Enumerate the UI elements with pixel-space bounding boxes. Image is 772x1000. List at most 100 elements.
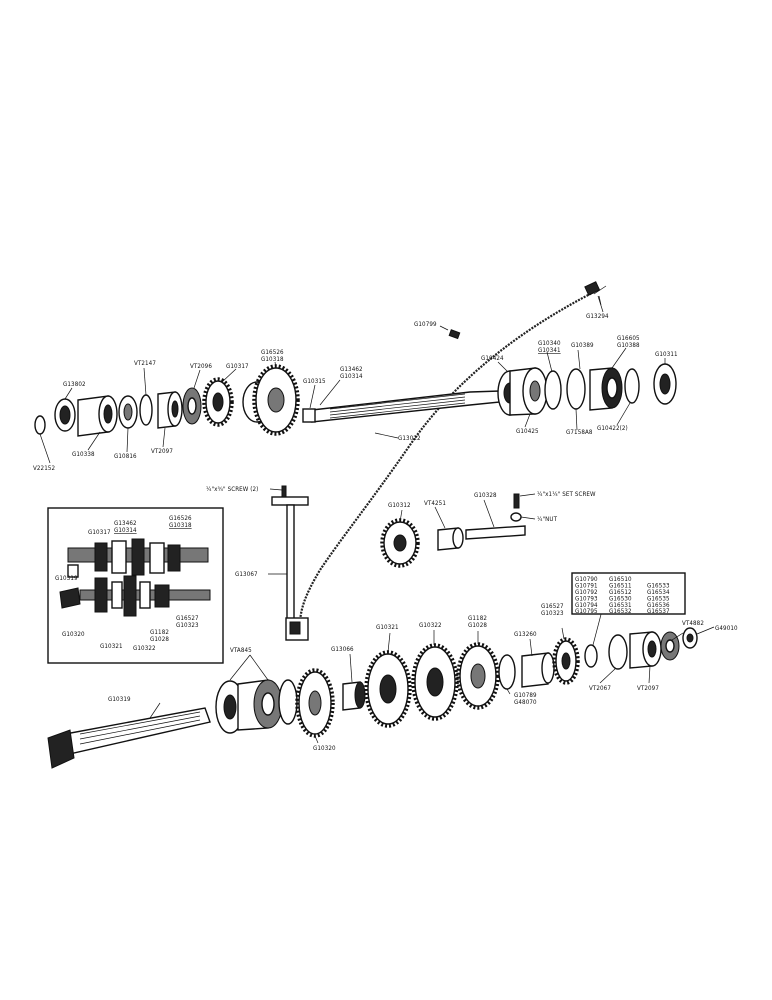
label-g10328: G10328 — [474, 492, 497, 499]
shim-cell: G10790 — [575, 576, 598, 583]
shim-cell: G16535 — [647, 596, 670, 603]
label-g13022: G13022 — [398, 435, 421, 442]
label-g10315: G10315 — [303, 378, 326, 385]
gear-g10323 — [552, 637, 580, 685]
gear-g10322 — [411, 643, 459, 721]
inset-label-g10317: G10317 — [88, 529, 111, 536]
label-g16605: G16605 — [617, 335, 640, 342]
label-g13294: G13294 — [586, 313, 609, 320]
label-g10312: G10312 — [388, 502, 411, 509]
label-vt4882: VT4882 — [682, 620, 704, 627]
shim-cell: G16534 — [647, 589, 670, 596]
label-vt2067: VT2067 — [589, 685, 611, 692]
shim-cell: G16530 — [609, 596, 632, 603]
inset-label-g16526: G16526 — [169, 515, 192, 522]
shim-cell: G16510 — [609, 576, 632, 583]
part-labels: G13294 G10799 G10340 G10341 G10389 G1660… — [33, 313, 738, 752]
label-g10340: G10340 — [538, 340, 561, 347]
label-vt2096: VT2096 — [190, 363, 212, 370]
spacer-g13066 — [342, 681, 366, 711]
bearing-vt2096 — [182, 387, 202, 425]
washer-g10789 — [498, 654, 516, 690]
inset-label-g16527: G16527 — [176, 615, 199, 622]
label-vt2097: VT2097 — [151, 448, 173, 455]
ring-g10341 — [544, 370, 562, 410]
inset-label-g10320: G10320 — [62, 631, 85, 638]
gear-g10321 — [364, 650, 412, 728]
snap-ring-vt2147 — [139, 394, 153, 426]
inset-label-g1028: G1028 — [150, 636, 169, 643]
gear-g10317 — [202, 377, 234, 427]
label-screw-2: ¼"x¾" SCREW (2) — [206, 486, 258, 493]
bearing-retainer-g13802 — [54, 398, 76, 432]
shim-cell: G10792 — [575, 589, 598, 596]
shim-table: G10790 G16510 G10791 G16511 G16533 G1079… — [571, 572, 686, 615]
inset-label-g10321: G10321 — [100, 643, 123, 650]
washer-v22152 — [34, 415, 46, 435]
inset-label-g13462: G13462 — [114, 520, 137, 527]
label-g10314: G10314 — [340, 373, 363, 380]
bearing-vt4882 — [660, 631, 680, 661]
label-g10341: G10341 — [538, 347, 561, 354]
shim-cell: G10795 — [575, 608, 598, 615]
gear-g10318 — [242, 364, 300, 436]
label-g10799: G10799 — [414, 321, 437, 328]
label-g10319: G10319 — [108, 696, 131, 703]
label-g16526: G16526 — [261, 349, 284, 356]
label-g10318: G10318 — [261, 356, 284, 363]
inset-label-g1182: G1182 — [150, 629, 169, 636]
label-v22152: V22152 — [33, 465, 55, 472]
shim-washer — [584, 644, 598, 668]
label-vt2147: VT2147 — [134, 360, 156, 367]
label-g13462: G13462 — [340, 366, 363, 373]
label-g10338: G10338 — [72, 451, 95, 458]
shim-cell: G16512 — [609, 589, 632, 596]
leader-lines — [39, 295, 715, 744]
main-shaft — [302, 390, 501, 423]
gear-g10320 — [295, 668, 335, 738]
set-screw — [513, 493, 520, 509]
bearing-vta845 — [215, 679, 298, 734]
seal-g49010 — [682, 627, 698, 649]
label-g13260: G13260 — [514, 631, 537, 638]
label-nut: ¼"NUT — [537, 516, 558, 523]
shim-cell: G16536 — [647, 602, 670, 609]
label-g10311: G10311 — [655, 351, 678, 358]
bearing-g10425 — [497, 367, 548, 416]
label-g48070: G48070 — [514, 699, 537, 706]
label-g10320: G10320 — [313, 745, 336, 752]
shim-cell: G16511 — [609, 583, 632, 590]
bushing-g13260 — [521, 652, 555, 688]
label-g10321: G10321 — [376, 624, 399, 631]
seal-g10311 — [653, 363, 677, 405]
inset-label-g10322: G10322 — [133, 645, 156, 652]
label-set-screw: ¼"x1¼" SET SCREW — [537, 491, 596, 498]
label-g10389: G10389 — [571, 342, 594, 349]
idler-gear-g10312 — [380, 518, 420, 568]
label-g10425: G10425 — [516, 428, 539, 435]
washer-g10422 — [624, 368, 640, 404]
countershaft-g10319 — [47, 707, 211, 769]
shim-cell: G16532 — [609, 608, 632, 615]
hex-nut — [510, 512, 522, 522]
shim-cell: G10791 — [575, 583, 598, 590]
inset-label-g10319: G10319 — [55, 575, 78, 582]
assembled-inset — [47, 507, 224, 664]
snap-ring-vt2067 — [608, 634, 628, 670]
label-g13066: G13066 — [331, 646, 354, 653]
shim-cell: G16537 — [647, 608, 670, 615]
bearing-g10389 — [589, 367, 623, 411]
inset-label-g10314: G10314 — [114, 527, 137, 534]
label-g1028: G1028 — [468, 622, 487, 629]
inset-label-g10323: G10323 — [176, 622, 199, 629]
snap-ring-g7158a8 — [566, 368, 586, 410]
label-vt4251: VT4251 — [424, 500, 446, 507]
label-vt2097-lower: VT2097 — [637, 685, 659, 692]
gear-g1028 — [456, 642, 500, 710]
label-g16527: G16527 — [541, 603, 564, 610]
label-g13802: G13802 — [63, 381, 86, 388]
inset-label-g10318: G10318 — [169, 522, 192, 529]
label-g10388: G10388 — [617, 342, 640, 349]
label-g49010: G49010 — [715, 625, 738, 632]
